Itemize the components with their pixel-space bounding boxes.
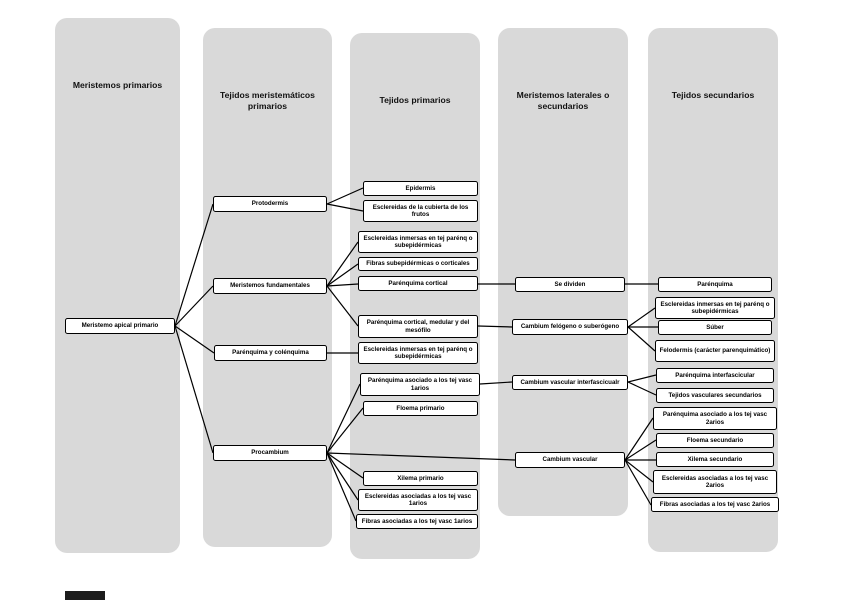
connector	[624, 417, 654, 461]
node-epidermis: Epidermis	[363, 181, 478, 196]
node-parenquima-cortical: Parénquima cortical	[358, 276, 478, 291]
connector	[326, 407, 364, 454]
connector	[174, 285, 214, 327]
node-parenquima: Parénquima	[658, 277, 772, 292]
connector	[627, 374, 657, 383]
node-se-dividen: Se dividen	[515, 277, 625, 292]
node-xilema-primario: Xilema primario	[363, 471, 478, 486]
connector	[174, 325, 214, 454]
node-parenquima-y-colenquima: Parénquima y colénquima	[214, 345, 327, 361]
node-floema-primario: Floema primario	[363, 401, 478, 416]
node-meristemo-apical-primario: Meristemo apical primario	[65, 318, 175, 334]
column-title: Tejidos primarios	[379, 95, 451, 105]
node-fibras-asociadas-2arios: Fibras asociadas a los tej vasc 2arios	[651, 497, 779, 512]
node-cambium-felogeno: Cambium felógeno o suberógeno	[512, 319, 628, 335]
node-tejidos-vasculares-secundarios: Tejidos vasculares secundarios	[656, 388, 774, 403]
node-cambium-vascular-interfascicular: Cambium vascular interfascicualr	[512, 375, 628, 390]
node-esclereidas-asociadas-1arios: Esclereidas asociadas a los tej vasc 1ar…	[358, 489, 478, 511]
node-esclereidas-inmersas-2: Esclereidas inmersas en tej parénq o sub…	[358, 342, 478, 364]
node-parenquima-interfascicular: Parénquima interfascicular	[656, 368, 774, 383]
connector	[174, 203, 214, 327]
connector	[627, 381, 657, 396]
node-parenquima-asociado-2arios: Parénquima asociado a los tej vasc 2ario…	[653, 407, 777, 430]
column-title: Meristemos laterales o secundarios	[516, 90, 610, 111]
connector	[477, 325, 513, 328]
node-floema-secundario: Floema secundario	[656, 433, 774, 448]
connector	[326, 187, 364, 205]
node-esclereidas-cubierta-frutos: Esclereidas de la cubierta de los frutos	[363, 200, 478, 222]
connector	[627, 307, 656, 328]
node-esclereidas-asociadas-2arios: Esclereidas asociadas a los tej vasc 2ar…	[653, 470, 777, 494]
node-esclereidas-inmersas-1: Esclereidas inmersas en tej parénq o sub…	[358, 231, 478, 253]
connector	[174, 325, 215, 354]
column-title: Tejidos secundarios	[671, 90, 755, 100]
node-fibras-asociadas-1arios: Fibras asociadas a los tej vasc 1arios	[356, 514, 478, 529]
connector	[624, 459, 652, 506]
node-esclereidas-inmersas-3: Esclereidas inmersas en tej parénq o sub…	[655, 297, 775, 319]
column-meristemos-primarios: Meristemos primarios	[55, 18, 180, 553]
column-title: Meristemos primarios	[72, 80, 163, 90]
connector	[326, 285, 359, 327]
connector	[326, 283, 359, 287]
column-meristemos-laterales: Meristemos laterales o secundarios	[498, 28, 628, 516]
connector	[326, 452, 364, 479]
connector	[624, 459, 654, 483]
connector	[326, 452, 359, 501]
node-fibras-subepidermicas: Fibras subepidérmicas o corticales	[358, 257, 478, 271]
connector	[326, 241, 359, 287]
node-cambium-vascular: Cambium vascular	[515, 452, 625, 468]
column-title: Tejidos meristemáticos primarios	[220, 90, 315, 111]
node-parenquima-asociado-1arios: Parénquima asociado a los tej vasc 1ario…	[360, 373, 480, 396]
node-meristemos-fundamentales: Meristemos fundamentales	[213, 278, 327, 294]
connector	[326, 203, 364, 212]
connector	[326, 452, 516, 461]
connector	[326, 383, 361, 454]
node-suber: Súber	[658, 320, 772, 335]
footer-mark	[65, 591, 105, 600]
connector	[624, 439, 657, 461]
connector	[326, 452, 357, 522]
node-parenquima-cortical-medular: Parénquima cortical, medular y del mesóf…	[358, 315, 478, 338]
node-protodermis: Protodermis	[213, 196, 327, 212]
connector	[479, 381, 513, 385]
connector	[627, 326, 656, 352]
node-procambium: Procambium	[213, 445, 327, 461]
node-felodermis: Felodermis (carácter parenquimático)	[655, 340, 775, 362]
connector	[326, 263, 359, 287]
node-xilema-secundario: Xilema secundario	[656, 452, 774, 467]
